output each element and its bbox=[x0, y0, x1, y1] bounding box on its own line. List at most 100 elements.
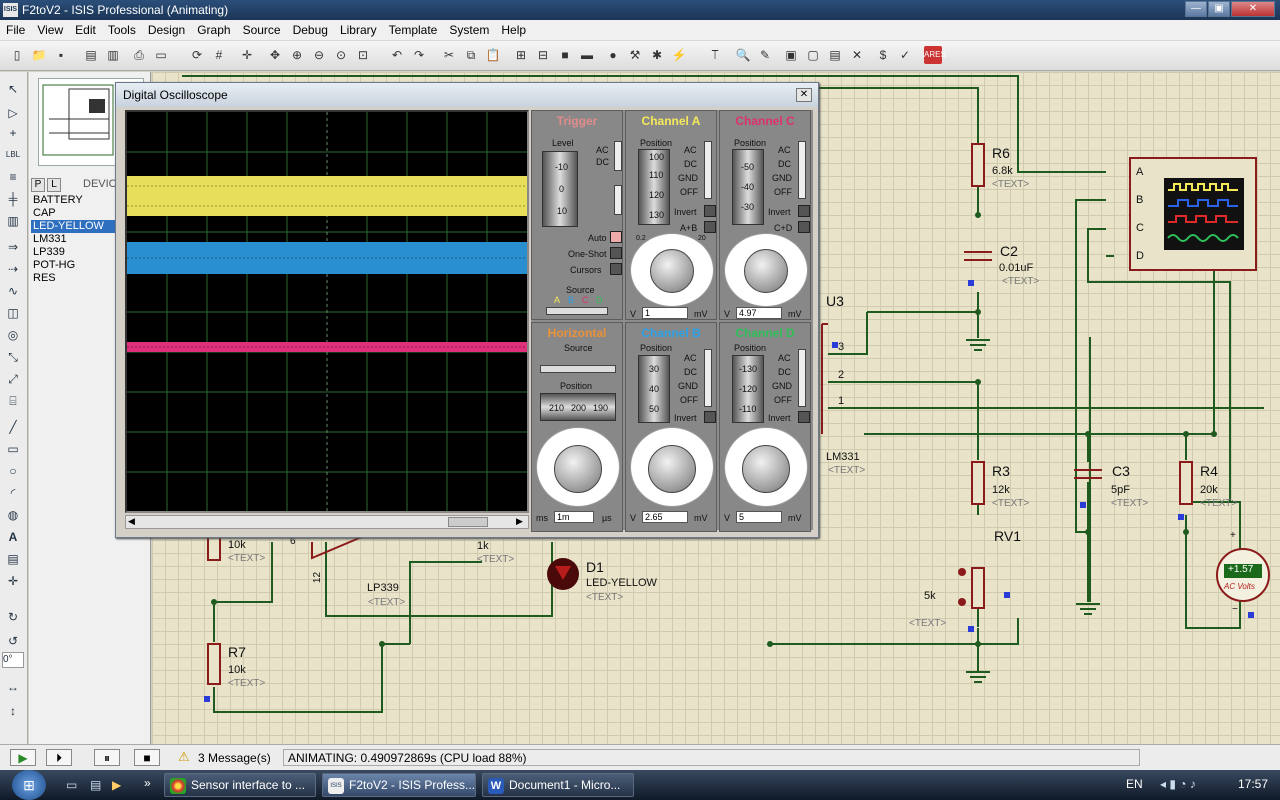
horizontal-position-wheel[interactable]: 210 200 190 bbox=[540, 393, 616, 421]
menu-system[interactable]: System bbox=[449, 23, 490, 37]
block-rotate-icon[interactable]: ■ bbox=[561, 48, 569, 62]
trigger-level-wheel[interactable]: -10 0 10 bbox=[542, 151, 578, 227]
show-desktop-icon[interactable]: ▭ bbox=[66, 778, 78, 792]
component-mode-icon[interactable]: ▷ bbox=[8, 106, 18, 120]
horizontal-timebase-field[interactable]: 1m bbox=[554, 511, 594, 523]
channel-c-coupling-switch[interactable] bbox=[798, 141, 806, 199]
text-script-mode-icon[interactable]: ≡ bbox=[9, 170, 17, 184]
circle-tool-icon[interactable]: ○ bbox=[9, 464, 17, 478]
menu-file[interactable]: File bbox=[6, 23, 26, 37]
print-area-icon[interactable]: ▭ bbox=[155, 48, 167, 62]
channel-a-combine-button[interactable] bbox=[704, 221, 716, 233]
refresh-icon[interactable]: ⟳ bbox=[191, 48, 203, 62]
media-player-icon[interactable]: ▶ bbox=[112, 778, 122, 792]
channel-b-volts-field[interactable]: 2.65 bbox=[642, 511, 688, 523]
language-indicator[interactable]: EN bbox=[1126, 777, 1143, 791]
copy-icon[interactable]: ⧉ bbox=[466, 48, 476, 62]
print-icon[interactable]: ⎙ bbox=[134, 48, 144, 62]
task-isis[interactable]: ISIS F2toV2 - ISIS Profess... bbox=[322, 773, 476, 797]
pan-icon[interactable]: ✥ bbox=[269, 48, 281, 62]
minimize-button[interactable]: — bbox=[1185, 1, 1207, 17]
step-button[interactable]: ⏵ bbox=[46, 749, 72, 766]
marker-tool-icon[interactable]: ✛ bbox=[7, 574, 19, 588]
trigger-source-slider[interactable] bbox=[546, 307, 608, 315]
goto-sheet-icon[interactable]: ▤ bbox=[829, 48, 841, 62]
search-tag-icon[interactable]: 🔍 bbox=[735, 48, 751, 62]
grid-icon[interactable]: # bbox=[215, 48, 223, 62]
menu-graph[interactable]: Graph bbox=[197, 23, 231, 37]
terminals-mode-icon[interactable]: ⇒ bbox=[7, 240, 19, 254]
device-item-res[interactable]: RES bbox=[33, 272, 56, 284]
channel-c-volts-field[interactable]: 4.97 bbox=[736, 307, 782, 319]
channel-d-invert-button[interactable] bbox=[798, 411, 810, 423]
pick-device-icon[interactable]: ● bbox=[609, 48, 617, 62]
menu-library[interactable]: Library bbox=[339, 23, 377, 37]
make-device-icon[interactable]: ⚒ bbox=[629, 48, 641, 62]
zoom-child-icon[interactable]: ✕ bbox=[851, 48, 863, 62]
paste-icon[interactable]: 📋 bbox=[485, 48, 501, 62]
voltage-probe-icon[interactable]: ⤡ bbox=[8, 350, 18, 364]
selection-mode-icon[interactable]: ↖ bbox=[7, 82, 19, 96]
trigger-edge-switch[interactable] bbox=[614, 185, 622, 215]
channel-a-position-wheel[interactable]: 100 110 120 130 bbox=[638, 149, 670, 225]
display-scrollbar[interactable]: ◀ ▶ bbox=[125, 515, 529, 529]
channel-d-coupling-switch[interactable] bbox=[798, 349, 806, 407]
channel-c-invert-button[interactable] bbox=[798, 205, 810, 217]
rotate-clockwise-icon[interactable]: ↻ bbox=[7, 610, 19, 624]
channel-c-combine-button[interactable] bbox=[798, 221, 810, 233]
channel-b-volts-knob[interactable] bbox=[648, 445, 696, 493]
origin-icon[interactable]: ✛ bbox=[241, 48, 253, 62]
menu-help[interactable]: Help bbox=[501, 23, 527, 37]
task-word-document[interactable]: W Document1 - Micro... bbox=[482, 773, 634, 797]
pause-button[interactable]: ⏸ bbox=[94, 749, 120, 766]
block-delete-icon[interactable]: ▬ bbox=[581, 48, 593, 62]
virtual-instruments-icon[interactable]: ⌸ bbox=[9, 394, 17, 408]
mirror-vertical-icon[interactable]: ↕ bbox=[10, 704, 16, 718]
box-tool-icon[interactable]: ▭ bbox=[7, 442, 19, 456]
open-folder-icon[interactable]: 📁 bbox=[31, 48, 47, 62]
trigger-auto-button[interactable] bbox=[610, 231, 622, 243]
export-icon[interactable]: ▥ bbox=[107, 48, 119, 62]
channel-a-volts-field[interactable]: 1 bbox=[642, 307, 688, 319]
play-button[interactable]: ▶ bbox=[10, 749, 36, 766]
menu-tools[interactable]: Tools bbox=[107, 23, 136, 37]
cut-icon[interactable]: ✂ bbox=[443, 48, 455, 62]
menu-source[interactable]: Source bbox=[242, 23, 281, 37]
decompose-icon[interactable]: ⚡ bbox=[671, 48, 687, 62]
rotation-angle-field[interactable]: 0° bbox=[2, 652, 24, 668]
channel-c-position-wheel[interactable]: -50 -40 -30 bbox=[732, 149, 764, 225]
current-probe-icon[interactable]: ⤢ bbox=[8, 372, 18, 386]
symbol-tool-icon[interactable]: ▤ bbox=[7, 552, 19, 566]
zoom-area-icon[interactable]: ⊡ bbox=[357, 48, 369, 62]
start-button[interactable]: ⊞ bbox=[12, 770, 46, 800]
oscilloscope-close-icon[interactable]: ✕ bbox=[796, 88, 812, 102]
clock[interactable]: 17:57 bbox=[1238, 777, 1269, 791]
quicklaunch-more-icon[interactable]: » bbox=[144, 776, 151, 790]
save-icon[interactable]: ▪ bbox=[58, 48, 64, 62]
mirror-horizontal-icon[interactable]: ↔ bbox=[7, 680, 19, 694]
generator-mode-icon[interactable]: ◎ bbox=[7, 328, 19, 342]
subcircuit-mode-icon[interactable]: ▥ bbox=[7, 214, 19, 228]
pick-devices-tab[interactable]: P bbox=[31, 178, 45, 192]
trigger-one-shot-button[interactable] bbox=[610, 247, 622, 259]
channel-b-invert-button[interactable] bbox=[704, 411, 716, 423]
device-item-pot-hg[interactable]: POT-HG bbox=[33, 259, 76, 271]
channel-d-volts-field[interactable]: 5 bbox=[736, 511, 782, 523]
bill-of-materials-icon[interactable]: $ bbox=[879, 48, 887, 62]
device-item-cap[interactable]: CAP bbox=[33, 207, 56, 219]
ares-icon[interactable]: ARES bbox=[924, 46, 946, 64]
maximize-button[interactable]: ▣ bbox=[1208, 1, 1230, 17]
electrical-check-icon[interactable]: ✓ bbox=[899, 48, 911, 62]
channel-b-coupling-switch[interactable] bbox=[704, 349, 712, 407]
device-item-lp339[interactable]: LP339 bbox=[33, 246, 65, 258]
path-tool-icon[interactable]: ◍ bbox=[7, 508, 19, 522]
import-icon[interactable]: ▤ bbox=[85, 48, 97, 62]
messages-count[interactable]: 3 Message(s) bbox=[198, 751, 271, 765]
device-item-battery[interactable]: BATTERY bbox=[33, 194, 83, 206]
oscilloscope-window[interactable]: Digital Oscilloscope ✕ ◀ bbox=[115, 82, 819, 538]
stop-button[interactable]: ■ bbox=[134, 749, 160, 766]
menu-debug[interactable]: Debug bbox=[292, 23, 328, 37]
trigger-cursors-button[interactable] bbox=[610, 263, 622, 275]
menu-edit[interactable]: Edit bbox=[75, 23, 96, 37]
block-move-icon[interactable]: ⊟ bbox=[537, 48, 549, 62]
